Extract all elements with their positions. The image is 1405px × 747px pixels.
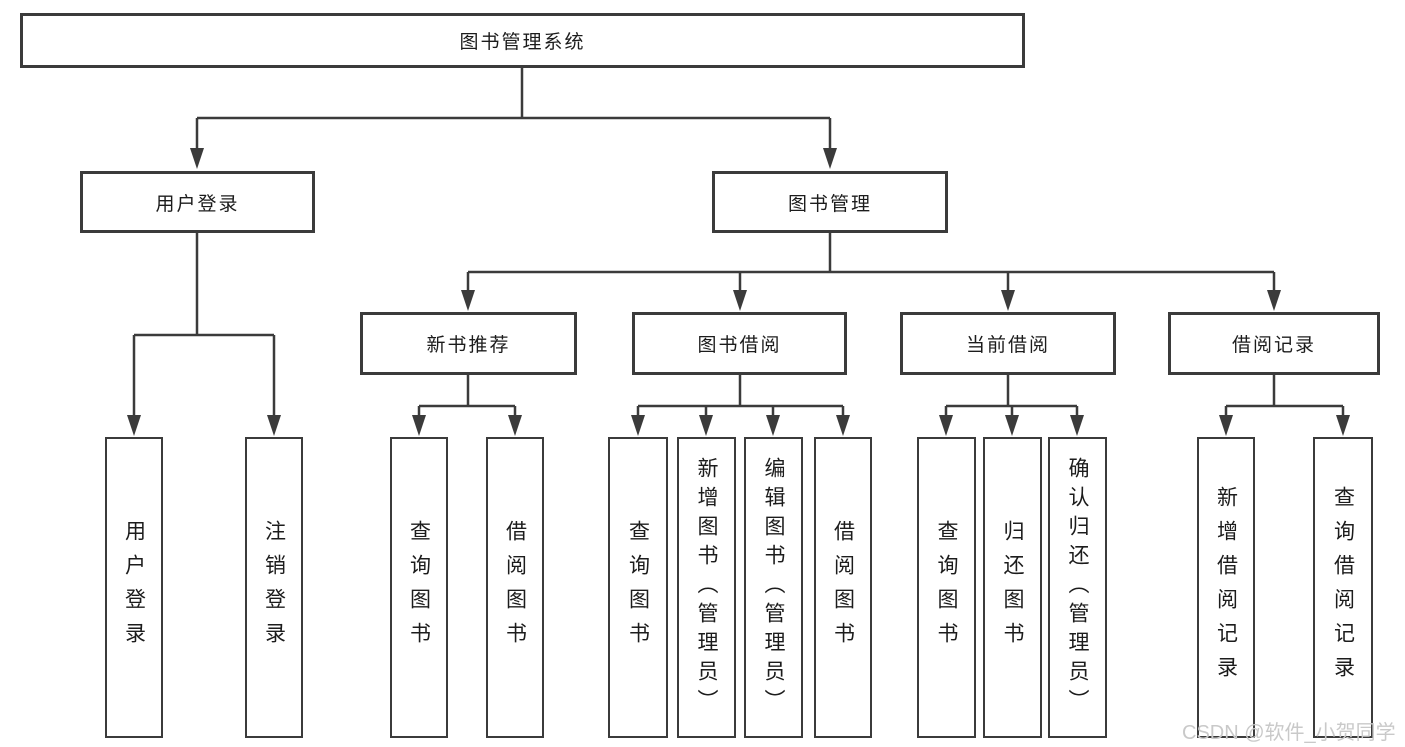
node-book-management: 图书管理 bbox=[712, 171, 948, 233]
csdn-watermark: CSDN @软件_小贺同学 bbox=[1182, 722, 1396, 744]
leaf-current-return-books: 归还图书 bbox=[983, 437, 1042, 738]
leaf-borrowing-borrow-books: 借阅图书 bbox=[814, 437, 872, 738]
node-root: 图书管理系统 bbox=[20, 13, 1025, 68]
leaf-borrowing-edit-book-admin: 编辑图书（管理员） bbox=[744, 437, 803, 738]
leaf-logout: 注销登录 bbox=[245, 437, 303, 738]
leaf-recommend-borrow-books: 借阅图书 bbox=[486, 437, 544, 738]
node-borrowing-records: 借阅记录 bbox=[1168, 312, 1380, 375]
leaf-borrowing-add-book-admin: 新增图书（管理员） bbox=[677, 437, 736, 738]
leaf-current-query-books: 查询图书 bbox=[917, 437, 976, 738]
node-user-login: 用户登录 bbox=[80, 171, 315, 233]
arrowheads bbox=[127, 148, 1350, 436]
node-new-book-recommend: 新书推荐 bbox=[360, 312, 577, 375]
node-current-borrowing: 当前借阅 bbox=[900, 312, 1116, 375]
leaf-current-confirm-return-admin: 确认归还（管理员） bbox=[1048, 437, 1107, 738]
leaf-records-add-record: 新增借阅记录 bbox=[1197, 437, 1255, 738]
node-book-borrowing: 图书借阅 bbox=[632, 312, 847, 375]
leaf-user-login: 用户登录 bbox=[105, 437, 163, 738]
leaf-records-query-record: 查询借阅记录 bbox=[1313, 437, 1373, 738]
leaf-recommend-query-books: 查询图书 bbox=[390, 437, 448, 738]
leaf-borrowing-query-books: 查询图书 bbox=[608, 437, 668, 738]
